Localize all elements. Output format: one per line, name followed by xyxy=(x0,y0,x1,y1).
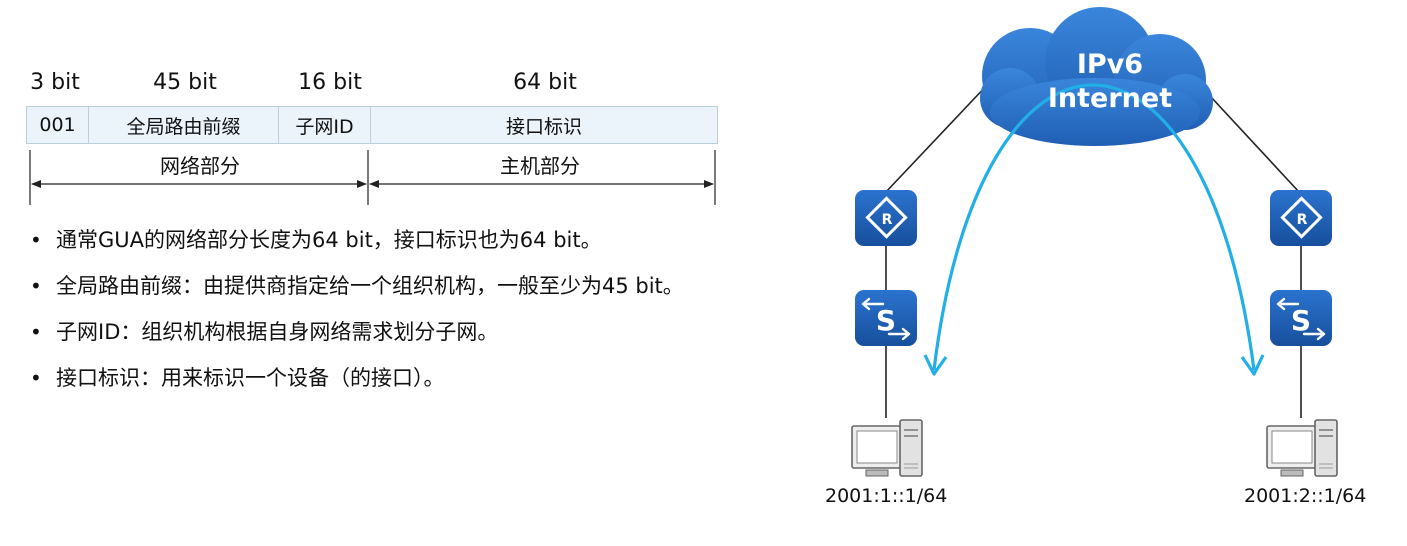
arrowhead-icon xyxy=(704,180,714,188)
global-routing-prefix-cell: 全局路由前缀 xyxy=(89,107,279,143)
cloud-label-line2: Internet xyxy=(1047,83,1173,114)
left-host-ip-label: 2001:1::1/64 xyxy=(825,485,948,507)
bullet-list: •通常GUA的网络部分长度为64 bit，接口标识也为64 bit。 •全局路由… xyxy=(24,222,764,406)
bullet-icon: • xyxy=(30,228,42,252)
arrowhead-icon xyxy=(923,354,948,376)
router-icon xyxy=(855,190,917,246)
cloud-label-line1: IPv6 xyxy=(1076,49,1144,80)
link-cloud-router-left xyxy=(884,82,990,194)
router-icon xyxy=(1270,190,1332,246)
bit-width-label: 64 bit xyxy=(513,70,577,95)
right-host-ip-label: 2001:2::1/64 xyxy=(1244,485,1367,507)
list-item: •全局路由前缀：由提供商指定给一个组织机构，一般至少为45 bit。 xyxy=(24,268,764,304)
switch-glyph: S xyxy=(876,304,896,337)
router-glyph: R xyxy=(882,212,893,228)
list-item: •子网ID：组织机构根据自身网络需求划分子网。 xyxy=(24,314,764,350)
bit-width-label: 45 bit xyxy=(153,70,217,95)
prefix-bits-cell: 001 xyxy=(27,107,89,143)
bullet-icon: • xyxy=(30,320,42,344)
switch-icon xyxy=(855,290,917,346)
part-span-arrows xyxy=(29,150,716,205)
bullet-icon: • xyxy=(30,366,42,390)
arrowhead-icon xyxy=(1240,354,1265,376)
pc-icon xyxy=(1266,419,1338,477)
interface-id-cell: 接口标识 xyxy=(505,115,582,138)
list-item: •通常GUA的网络部分长度为64 bit，接口标识也为64 bit。 xyxy=(24,222,764,258)
cloud-label: IPv6 Internet xyxy=(1020,48,1200,116)
switch-icon xyxy=(1270,290,1332,346)
bit-width-label: 16 bit xyxy=(298,70,362,95)
list-item: •接口标识：用来标识一个设备（的接口）。 xyxy=(24,360,764,396)
bullet-icon: • xyxy=(30,274,42,298)
subnet-id-cell: 子网ID xyxy=(279,107,371,143)
pc-icon xyxy=(851,419,923,477)
switch-glyph: S xyxy=(1291,304,1311,337)
host-part-label: 主机部分 xyxy=(500,154,580,178)
arrowhead-icon xyxy=(31,180,41,188)
address-field-table: 001 全局路由前缀 子网ID 接口标识 xyxy=(26,106,718,144)
traffic-path-arc xyxy=(932,83,1256,371)
cloud-icon xyxy=(980,7,1213,146)
network-part-label: 网络部分 xyxy=(160,154,240,178)
bit-width-label: 3 bit xyxy=(30,70,80,95)
link-cloud-router-right xyxy=(1197,82,1301,194)
router-glyph: R xyxy=(1297,212,1308,228)
arrowhead-icon xyxy=(369,180,379,188)
arrowhead-icon xyxy=(357,180,367,188)
